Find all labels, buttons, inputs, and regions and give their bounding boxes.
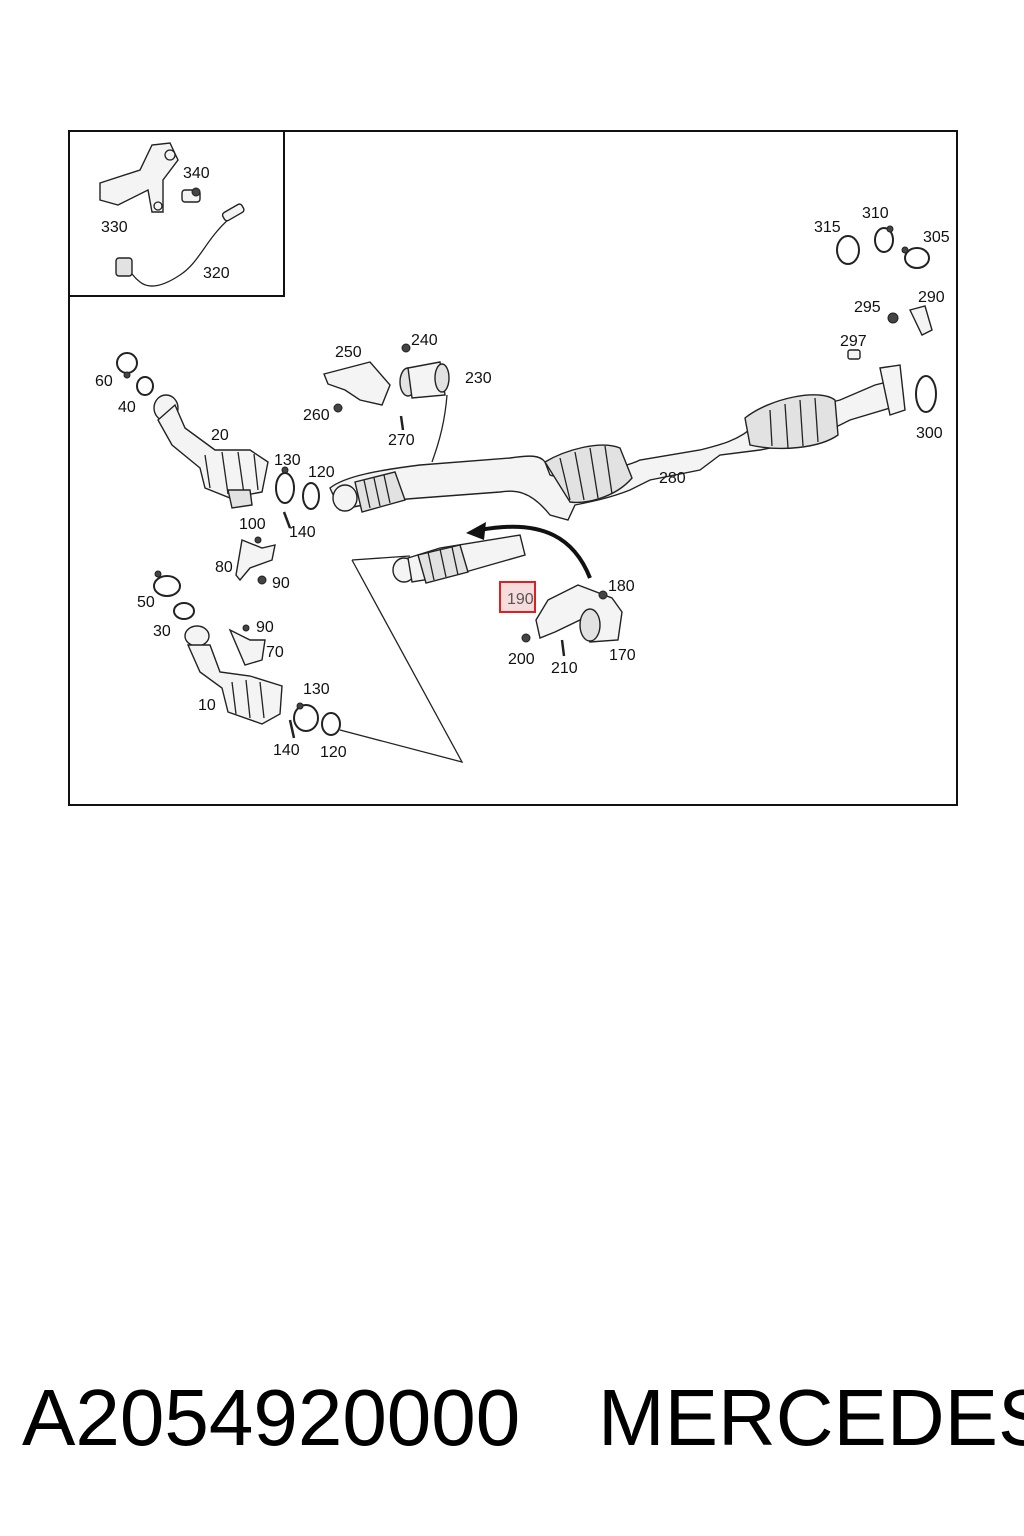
part-230-rubber-mount	[399, 361, 450, 399]
leader-lines	[339, 555, 464, 764]
callout-70: 70	[266, 644, 284, 661]
callout-270: 270	[388, 432, 415, 449]
callout-10: 10	[198, 697, 216, 714]
callout-330: 330	[101, 219, 128, 236]
callout-140-upper: 140	[289, 524, 316, 541]
part-80-bracket	[235, 536, 276, 585]
part-320-oxygen-sensor	[115, 203, 245, 287]
part-20-catalytic-converter	[153, 394, 269, 509]
callout-300: 300	[916, 425, 943, 442]
callout-280: 280	[659, 470, 686, 487]
callout-90-lower: 90	[256, 619, 274, 636]
part-290-hanger	[909, 305, 933, 336]
part-315-gasket	[836, 235, 860, 265]
part-10-catalytic-converter	[184, 625, 283, 725]
callout-320: 320	[203, 265, 230, 282]
callout-50: 50	[137, 594, 155, 611]
callout-200: 200	[508, 651, 535, 668]
callout-290: 290	[918, 289, 945, 306]
callout-297: 297	[840, 333, 867, 350]
callout-240: 240	[411, 332, 438, 349]
callout-180: 180	[608, 578, 635, 595]
callout-315: 315	[814, 219, 841, 236]
part-40-gasket	[136, 376, 154, 396]
part-lower-pipe	[392, 534, 526, 584]
part-50-clamp	[153, 570, 181, 597]
callout-170: 170	[609, 647, 636, 664]
part-upper-flex-joint	[332, 471, 406, 513]
callout-340: 340	[183, 165, 210, 182]
part-140-bolt-lower	[288, 719, 296, 739]
arrow-head	[466, 522, 486, 540]
callout-310: 310	[862, 205, 889, 222]
callout-130-upper: 130	[274, 452, 301, 469]
callout-190-highlight	[499, 581, 536, 613]
part-310-clamp	[874, 225, 894, 253]
callout-80: 80	[215, 559, 233, 576]
callout-305: 305	[923, 229, 950, 246]
part-340-sensor	[181, 187, 201, 203]
part-140-bolt-upper	[282, 511, 292, 529]
callout-100: 100	[239, 516, 266, 533]
callout-210: 210	[551, 660, 578, 677]
part-170-bracket	[535, 584, 623, 643]
brand-name: MERCEDES	[598, 1373, 1024, 1462]
part-295-nut	[887, 312, 899, 324]
part-270-bolt	[399, 415, 405, 431]
mount-leader	[431, 394, 448, 463]
part-30-gasket	[173, 602, 195, 620]
part-210-bolt	[560, 639, 566, 657]
part-250-bracket	[323, 361, 391, 406]
part-60-clamp	[116, 352, 138, 379]
callout-90-upper: 90	[272, 575, 290, 592]
part-330-bracket	[99, 142, 179, 213]
callout-295: 295	[854, 299, 881, 316]
part-120-gasket-upper	[302, 482, 320, 510]
inset-frame	[69, 131, 285, 297]
part-70-bracket	[228, 624, 266, 666]
footer: A2054920000 MERCEDES	[0, 1368, 1024, 1468]
part-240-nut	[401, 343, 411, 353]
callout-30: 30	[153, 623, 171, 640]
callout-20: 20	[211, 427, 229, 444]
callout-260: 260	[303, 407, 330, 424]
callout-120-lower: 120	[320, 744, 347, 761]
part-180-nut	[598, 590, 608, 600]
callout-250: 250	[335, 344, 362, 361]
callout-190: 190	[507, 591, 534, 608]
callout-120-upper: 120	[308, 464, 335, 481]
part-130-clamp-upper	[275, 466, 295, 504]
callout-230: 230	[465, 370, 492, 387]
part-280-front-pipe	[329, 364, 906, 521]
connection-arrow	[479, 524, 592, 579]
part-120-gasket-lower	[321, 712, 341, 736]
diagram-frame	[68, 130, 958, 806]
part-300-gasket	[915, 375, 937, 413]
callout-140-lower: 140	[273, 742, 300, 759]
part-130-clamp-lower	[293, 702, 319, 732]
part-number: A2054920000	[22, 1373, 521, 1462]
part-260-nut	[333, 403, 343, 413]
callout-60: 60	[95, 373, 113, 390]
callout-130-lower: 130	[303, 681, 330, 698]
part-297-bolt	[847, 349, 861, 360]
callout-40: 40	[118, 399, 136, 416]
part-305-clamp	[901, 246, 930, 269]
part-200-nut	[521, 633, 531, 643]
